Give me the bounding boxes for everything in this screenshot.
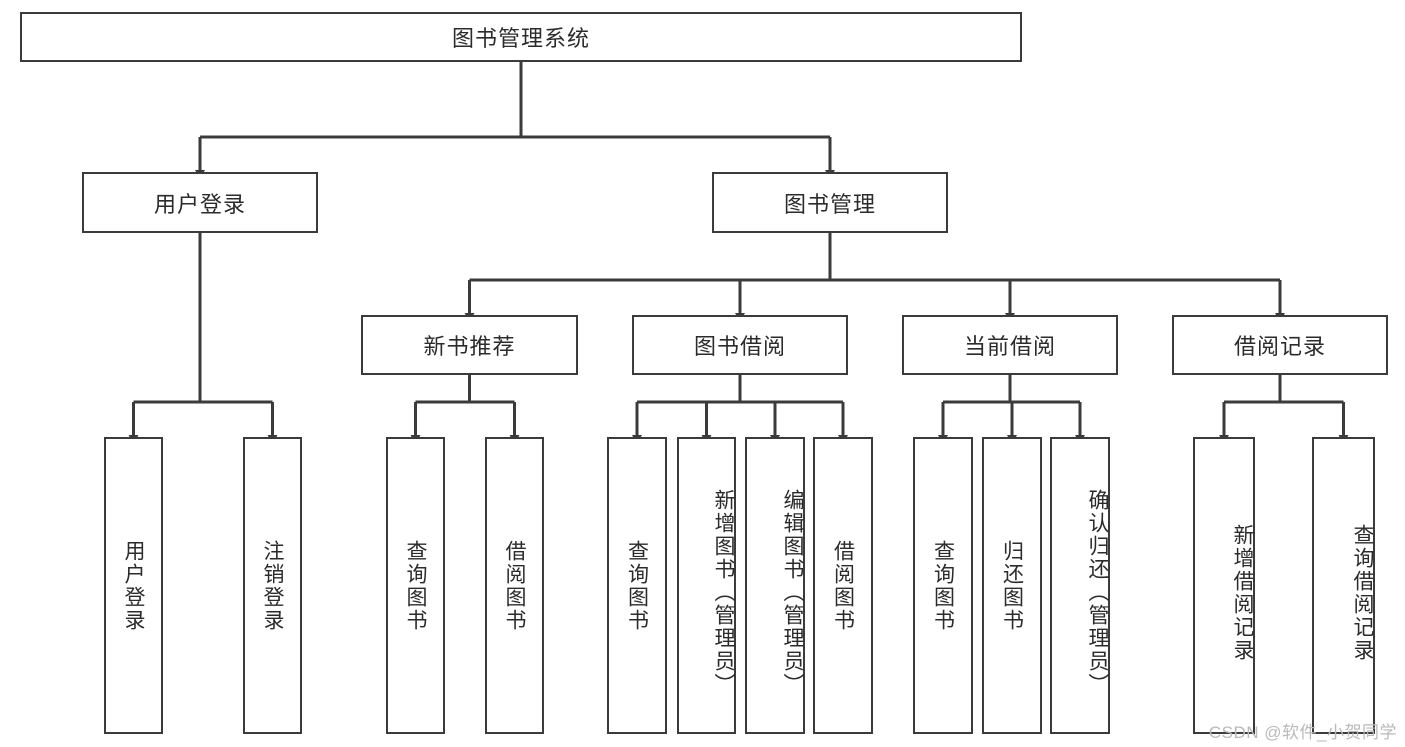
- node-root[interactable]: 图书管理系统: [20, 12, 1022, 62]
- node-leaf-bo-edit[interactable]: 编辑图书（管理员）: [745, 437, 805, 734]
- node-label: 查询图书: [931, 539, 955, 632]
- node-label: 注销登录: [261, 539, 284, 632]
- node-label: 图书借阅: [693, 334, 786, 359]
- node-label: 归还图书: [1000, 539, 1024, 632]
- node-label: 借阅记录: [1233, 334, 1326, 359]
- node-leaf-cu-return[interactable]: 归还图书: [982, 437, 1042, 734]
- node-label: 用户登录: [153, 191, 246, 217]
- node-login[interactable]: 用户登录: [82, 172, 318, 233]
- node-leaf-user-logout[interactable]: 注销登录: [243, 437, 302, 734]
- node-label: 查询图书: [404, 539, 427, 632]
- node-label: 图书管理系统: [451, 26, 590, 51]
- node-newbook[interactable]: 新书推荐: [361, 315, 578, 375]
- node-current[interactable]: 当前借阅: [902, 315, 1118, 375]
- node-leaf-nb-borrow[interactable]: 借阅图书: [485, 437, 544, 734]
- node-label: 编辑图书（管理员）: [781, 489, 804, 696]
- edge-paths: [128, 62, 1349, 444]
- node-label: 确认归还（管理员）: [1086, 489, 1109, 696]
- node-bookmgmt[interactable]: 图书管理: [712, 172, 948, 233]
- node-leaf-bo-borrow[interactable]: 借阅图书: [813, 437, 873, 734]
- node-label: 用户登录: [122, 539, 145, 632]
- node-leaf-bo-add[interactable]: 新增图书（管理员）: [677, 437, 736, 734]
- node-records[interactable]: 借阅记录: [1172, 315, 1388, 375]
- watermark-label: CSDN @软件_小贺同学: [1208, 723, 1397, 742]
- node-label: 查询图书: [625, 539, 649, 632]
- node-leaf-re-query[interactable]: 查询借阅记录: [1312, 437, 1375, 734]
- node-label: 借阅图书: [503, 539, 526, 632]
- node-borrow[interactable]: 图书借阅: [632, 315, 848, 375]
- node-leaf-cu-confirm[interactable]: 确认归还（管理员）: [1050, 437, 1110, 734]
- node-leaf-cu-query[interactable]: 查询图书: [913, 437, 973, 734]
- node-label: 查询借阅记录: [1351, 523, 1374, 662]
- node-leaf-bo-query[interactable]: 查询图书: [607, 437, 667, 734]
- node-label: 借阅图书: [831, 539, 855, 632]
- node-label: 当前借阅: [963, 334, 1056, 359]
- node-label: 图书管理: [783, 191, 876, 217]
- node-label: 新增借阅记录: [1231, 523, 1254, 662]
- node-leaf-nb-query[interactable]: 查询图书: [386, 437, 445, 734]
- node-label: 新书推荐: [423, 334, 516, 359]
- node-label: 新增图书（管理员）: [712, 489, 735, 696]
- node-leaf-re-add[interactable]: 新增借阅记录: [1193, 437, 1255, 734]
- node-leaf-user-login[interactable]: 用户登录: [104, 437, 163, 734]
